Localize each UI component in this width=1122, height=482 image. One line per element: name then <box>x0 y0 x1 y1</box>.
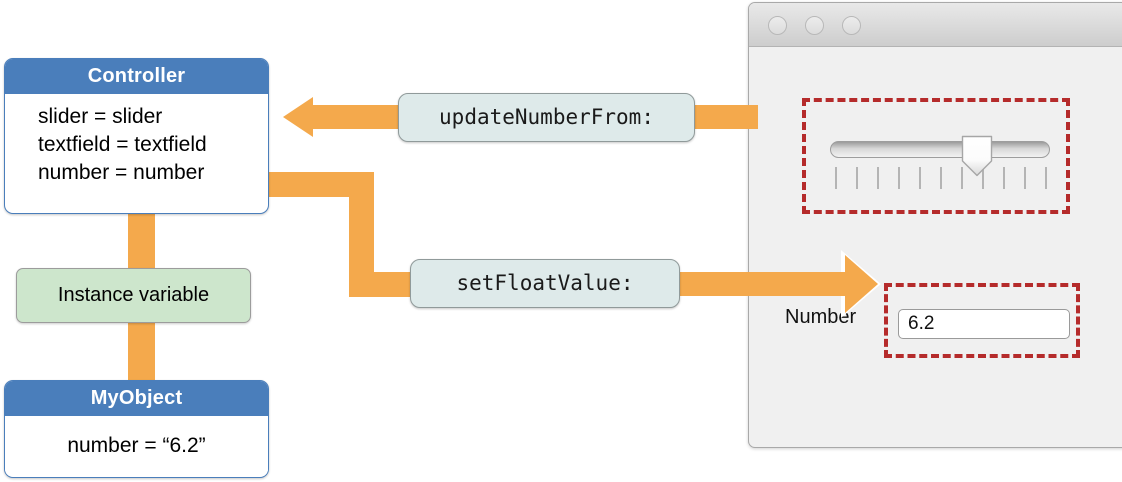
myobject-body: number = “6.2” <box>5 416 268 476</box>
highlight-box-number <box>884 283 1080 358</box>
tick <box>856 167 858 189</box>
arrow-shaft-update-right <box>683 105 758 129</box>
number-field-label: Number <box>785 306 857 328</box>
window-titlebar <box>749 3 1122 47</box>
tick <box>877 167 879 189</box>
app-window <box>748 2 1122 448</box>
elbow-horizontal-top <box>268 172 364 197</box>
tick <box>961 167 963 189</box>
tick <box>1024 167 1026 189</box>
arrow-head-left <box>283 97 313 137</box>
message-label-update-number-from: updateNumberFrom: <box>398 93 695 142</box>
message-label-set-float-value: setFloatValue: <box>410 259 680 308</box>
tick <box>982 167 984 189</box>
myobject-class-box: MyObject number = “6.2” <box>4 380 269 478</box>
close-button-icon[interactable] <box>768 16 787 35</box>
instance-variable-label: Instance variable <box>16 268 251 323</box>
tick <box>1045 167 1047 189</box>
number-input[interactable]: 6.2 <box>898 309 1070 339</box>
arrow-shaft-setfloat <box>675 272 855 296</box>
tick <box>940 167 942 189</box>
controller-line-1: slider = slider <box>38 105 163 128</box>
connector-instance-variable-to-myobject <box>128 320 155 384</box>
controller-body: slider = slider textfield = textfield nu… <box>5 94 268 187</box>
arrow-head-right <box>845 255 878 313</box>
slider-tick-marks <box>835 167 1047 189</box>
tick <box>835 167 837 189</box>
elbow-horizontal-bottom <box>349 272 419 297</box>
arrow-shaft-update-left <box>305 105 410 129</box>
zoom-button-icon[interactable] <box>842 16 861 35</box>
tick <box>919 167 921 189</box>
elbow-vertical <box>349 172 374 285</box>
slider-track[interactable] <box>830 141 1050 158</box>
slider-control[interactable] <box>830 135 1050 195</box>
controller-line-3: number = number <box>38 161 205 184</box>
controller-title: Controller <box>5 59 268 94</box>
myobject-title: MyObject <box>5 381 268 416</box>
controller-line-2: textfield = textfield <box>38 133 207 156</box>
minimize-button-icon[interactable] <box>805 16 824 35</box>
connector-controller-to-instance-variable <box>128 210 155 272</box>
tick <box>1003 167 1005 189</box>
slider-thumb[interactable] <box>961 135 993 177</box>
tick <box>898 167 900 189</box>
highlight-box-slider <box>802 98 1070 214</box>
controller-class-box: Controller slider = slider textfield = t… <box>4 58 269 214</box>
